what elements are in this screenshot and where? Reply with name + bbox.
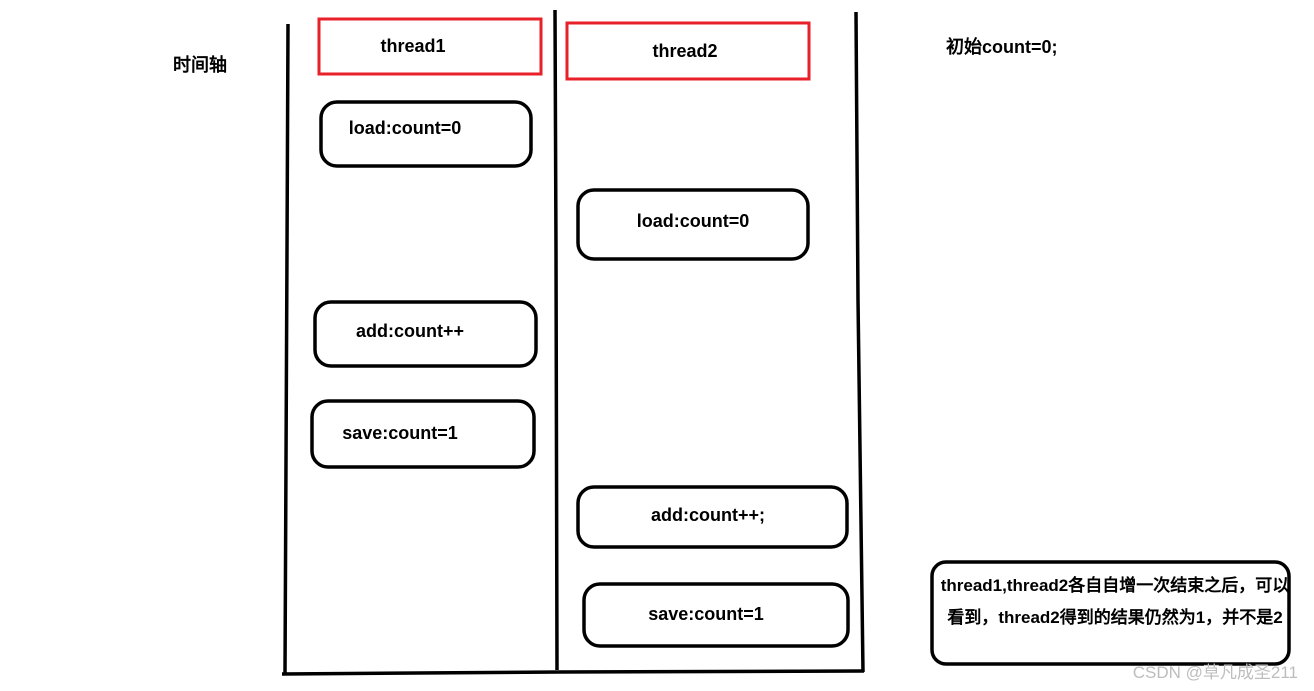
thread1-step-box-save xyxy=(310,399,536,469)
step-label: save:count=1 xyxy=(648,603,764,624)
initial-count-note: 初始count=0; xyxy=(946,37,1058,57)
thread2-header: thread2 xyxy=(567,23,803,79)
lane-divider-left xyxy=(283,23,290,674)
lane-divider-right xyxy=(854,11,865,673)
thread2-step-box-add xyxy=(576,485,849,549)
conclusion-text: thread1,thread2各自自增一次结束之后，可以看到，thread2得到… xyxy=(940,576,1290,627)
conclusion-box xyxy=(930,560,1291,666)
step-label: load:count=0 xyxy=(636,211,750,231)
thread2-title: thread2 xyxy=(652,40,718,61)
timeline-label: 时间轴 xyxy=(173,55,227,75)
step-label: add:count++; xyxy=(650,504,765,525)
thread2-header-box xyxy=(565,21,811,81)
thread1-title: thread1 xyxy=(380,36,446,56)
thread1-header-box xyxy=(317,17,543,76)
lane-divider-middle xyxy=(553,9,559,671)
thread1-step-box-load xyxy=(319,100,533,168)
thread1-step-save: save:count=1 xyxy=(312,400,488,466)
thread2-step-box-load xyxy=(576,188,810,261)
thread1-header: thread1 xyxy=(319,19,507,74)
thread2-step-add: add:count++; xyxy=(578,485,838,545)
step-label: save:count=1 xyxy=(342,422,458,443)
thread2-step-box-save xyxy=(582,582,850,648)
thread1-step-box-add xyxy=(313,300,538,368)
thread1-step-add: add:count++ xyxy=(315,299,505,363)
thread2-step-load: load:count=0 xyxy=(578,187,808,256)
baseline xyxy=(281,669,865,676)
step-label: load:count=0 xyxy=(348,117,462,138)
thread2-step-save: save:count=1 xyxy=(584,583,828,645)
watermark: CSDN @草凡成圣211 xyxy=(1132,663,1298,682)
step-label: add:count++ xyxy=(355,320,464,341)
thread1-step-load: load:count=0 xyxy=(321,96,489,160)
